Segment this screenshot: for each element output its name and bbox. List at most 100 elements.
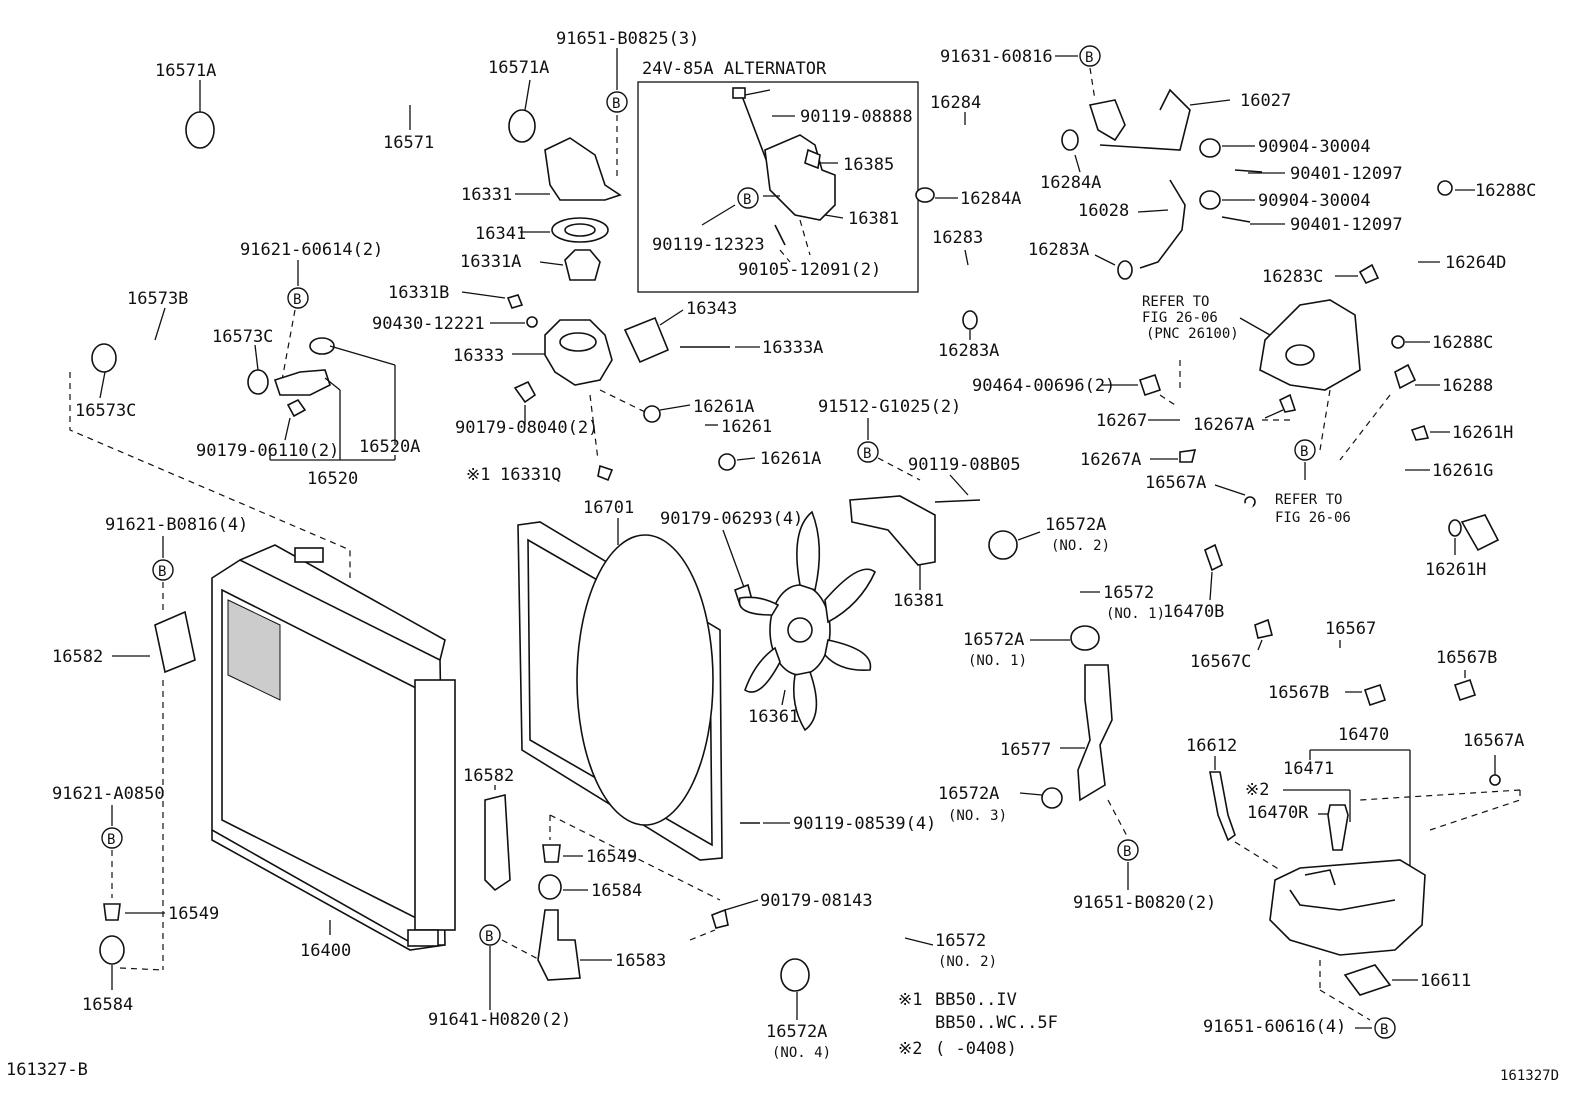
hose-clamp-icon bbox=[1278, 393, 1297, 413]
water-outlet-icon bbox=[544, 137, 622, 201]
ref-b-marker-text: B bbox=[293, 292, 301, 308]
part-label: 90179-08143 bbox=[760, 891, 873, 911]
hose-clamp-icon bbox=[962, 310, 978, 330]
part-label: 16267 bbox=[1096, 411, 1147, 431]
part-label: 16284A bbox=[1040, 173, 1101, 193]
notes: ※1 BB50..IV BB50..WC..5F ※2 ( -0408) bbox=[898, 990, 1058, 1059]
part-label: 16567B bbox=[1436, 648, 1497, 668]
part-label: 16583 bbox=[615, 951, 666, 971]
part-label: 16385 bbox=[843, 155, 894, 175]
refer-note: REFER TO bbox=[1275, 492, 1342, 508]
part-label: 90401-12097 bbox=[1290, 164, 1403, 184]
part-label: 16261A bbox=[760, 449, 821, 469]
clip-icon bbox=[1254, 618, 1273, 639]
coolant-reservoir-icon bbox=[1269, 859, 1426, 956]
center-hose-group: 16572A (NO. 2) 16572 (NO. 1) 16572A (NO.… bbox=[766, 515, 1216, 1061]
reservoir-clip-icon bbox=[1343, 964, 1392, 996]
part-label: 16341 bbox=[475, 224, 526, 244]
water-pipe-icon bbox=[1077, 664, 1113, 802]
part-label: 90464-00696(2) bbox=[972, 376, 1115, 396]
part-label: 91651-B0825(3) bbox=[556, 29, 699, 49]
note-text: ( -0408) bbox=[935, 1039, 1017, 1059]
hose-clamp-icon bbox=[1041, 787, 1063, 809]
part-label: 16381 bbox=[893, 591, 944, 611]
ref-b-marker bbox=[1079, 45, 1101, 67]
water-inlet-housing-icon bbox=[544, 319, 613, 386]
ref-b-marker-text: B bbox=[863, 446, 871, 462]
ref-b-marker bbox=[101, 827, 123, 849]
hose-clamp-icon bbox=[1199, 138, 1221, 158]
refer-note: FIG 26-06 bbox=[1275, 510, 1351, 526]
part-label: 16331A bbox=[460, 252, 521, 272]
part-label: 91621-60614(2) bbox=[240, 240, 383, 260]
heater-valve-icon bbox=[1259, 299, 1361, 391]
washer-icon bbox=[286, 398, 307, 418]
part-label: 90119-08539(4) bbox=[793, 814, 936, 834]
radiator-group: 91621-B0816(4) B 16582 16400 91621-A0850… bbox=[52, 515, 456, 1015]
part-label: (NO. 4) bbox=[772, 1045, 831, 1061]
bolt-icon bbox=[1221, 216, 1251, 223]
part-label: 16264D bbox=[1445, 253, 1506, 273]
part-label: 16584 bbox=[82, 995, 133, 1015]
part-label: 16567A bbox=[1463, 731, 1524, 751]
hose-clamp-icon bbox=[915, 187, 935, 203]
part-label: (NO. 2) bbox=[938, 954, 997, 970]
clamp-icon bbox=[1453, 678, 1477, 702]
part-label: 16701 bbox=[583, 498, 634, 518]
heater-pipe-16028-icon bbox=[1139, 179, 1186, 269]
hose-clamp-icon bbox=[1070, 625, 1100, 651]
thermostat-group: 91651-B0825(3) B 16331 16341 16331A 1633… bbox=[372, 29, 823, 485]
part-label: 91621-A0850 bbox=[52, 784, 165, 804]
hose-clamp-icon bbox=[1391, 335, 1405, 349]
cooling-fan-icon bbox=[738, 510, 876, 732]
cushion-16584-icon bbox=[538, 874, 562, 900]
note-text: BB50..IV bbox=[935, 990, 1017, 1010]
part-label: 16361 bbox=[748, 707, 799, 727]
part-label: 16261H bbox=[1452, 423, 1513, 443]
clip-icon bbox=[1138, 373, 1162, 397]
hose-clamp-icon bbox=[1179, 449, 1197, 463]
hose-clamp-icon bbox=[91, 343, 117, 373]
gasket-hole bbox=[564, 223, 596, 237]
part-label: 16577 bbox=[1000, 740, 1051, 760]
nut-icon bbox=[513, 380, 537, 404]
part-label: 91641-H0820(2) bbox=[428, 1010, 571, 1030]
part-label: 16284 bbox=[930, 93, 981, 113]
hose-clamp-icon bbox=[1117, 260, 1133, 280]
part-label: 16028 bbox=[1078, 201, 1129, 221]
alternator-box bbox=[637, 81, 919, 293]
heater-hose-group: 91631-60816 B 16027 16284 16284A 16284A … bbox=[915, 45, 1536, 580]
part-label: 90179-08040(2) bbox=[455, 418, 598, 438]
part-label: 16549 bbox=[586, 847, 637, 867]
drain-plug-icon bbox=[309, 337, 335, 355]
part-label: 90904-30004 bbox=[1258, 137, 1371, 157]
refer-note: (PNC 26100) bbox=[1146, 326, 1239, 342]
doc-code-right: 161327D bbox=[1500, 1068, 1559, 1084]
ref-b-marker bbox=[287, 287, 309, 309]
part-label: 90105-12091(2) bbox=[738, 260, 881, 280]
part-label: 16261G bbox=[1432, 461, 1493, 481]
part-label: 16381 bbox=[848, 209, 899, 229]
drain-cock-icon bbox=[506, 294, 524, 309]
part-label: 16261H bbox=[1425, 560, 1486, 580]
fan-group: 16701 90179-06293(4) 16361 91512-G1025(2… bbox=[428, 397, 1021, 1030]
note-mark: ※1 bbox=[898, 990, 922, 1010]
cushion-16584-icon bbox=[99, 935, 125, 965]
part-label: 16582 bbox=[52, 647, 103, 667]
part-label: 16470R bbox=[1247, 803, 1309, 823]
reservoir-bracket-icon bbox=[1209, 771, 1236, 842]
radiator-tank-icon bbox=[414, 679, 456, 931]
lower-support-icon bbox=[537, 909, 581, 981]
part-label: 16572 bbox=[935, 931, 986, 951]
alternator-bracket-icon bbox=[764, 134, 836, 221]
part-label: 91631-60816 bbox=[940, 47, 1053, 67]
ref-b-marker-text: B bbox=[612, 96, 620, 112]
housing-port bbox=[559, 332, 597, 352]
ref-b-marker bbox=[479, 924, 501, 946]
heater-pipe-16027-icon bbox=[1099, 88, 1191, 151]
ref-b-marker-text: B bbox=[158, 564, 166, 580]
part-label: 16549 bbox=[168, 904, 219, 924]
part-label: 16567A bbox=[1145, 473, 1206, 493]
part-label: 16261 bbox=[721, 417, 772, 437]
nut-icon bbox=[711, 908, 729, 929]
